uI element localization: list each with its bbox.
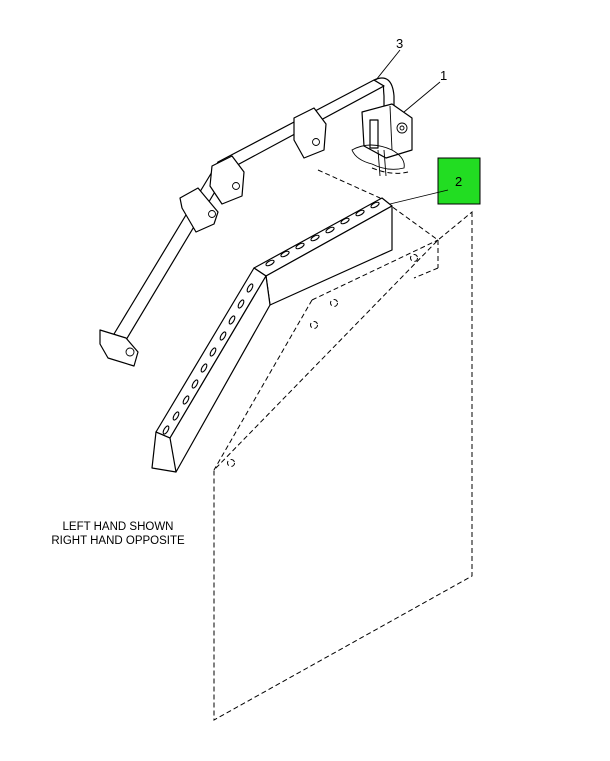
callout-2-label[interactable]: 2 <box>455 174 462 189</box>
callout-3-label: 3 <box>396 36 403 51</box>
mounting-clamp <box>351 103 413 177</box>
callout-1-label: 1 <box>440 68 447 83</box>
note-line-2: RIGHT HAND OPPOSITE <box>51 535 185 547</box>
bracket-slots-diagonal <box>162 283 254 435</box>
callout-3: 3 <box>375 36 403 81</box>
note-line-1: LEFT HAND SHOWN <box>63 521 174 533</box>
callout-1: 1 <box>403 68 447 113</box>
mud-flap-bracket <box>151 197 393 473</box>
callout-2: 2 <box>389 157 481 205</box>
callout-2-highlight-box[interactable] <box>437 157 481 205</box>
mud-flap <box>213 210 473 721</box>
bracket-slots-horizontal <box>265 201 380 267</box>
orientation-note: LEFT HAND SHOWN RIGHT HAND OPPOSITE <box>51 521 185 547</box>
